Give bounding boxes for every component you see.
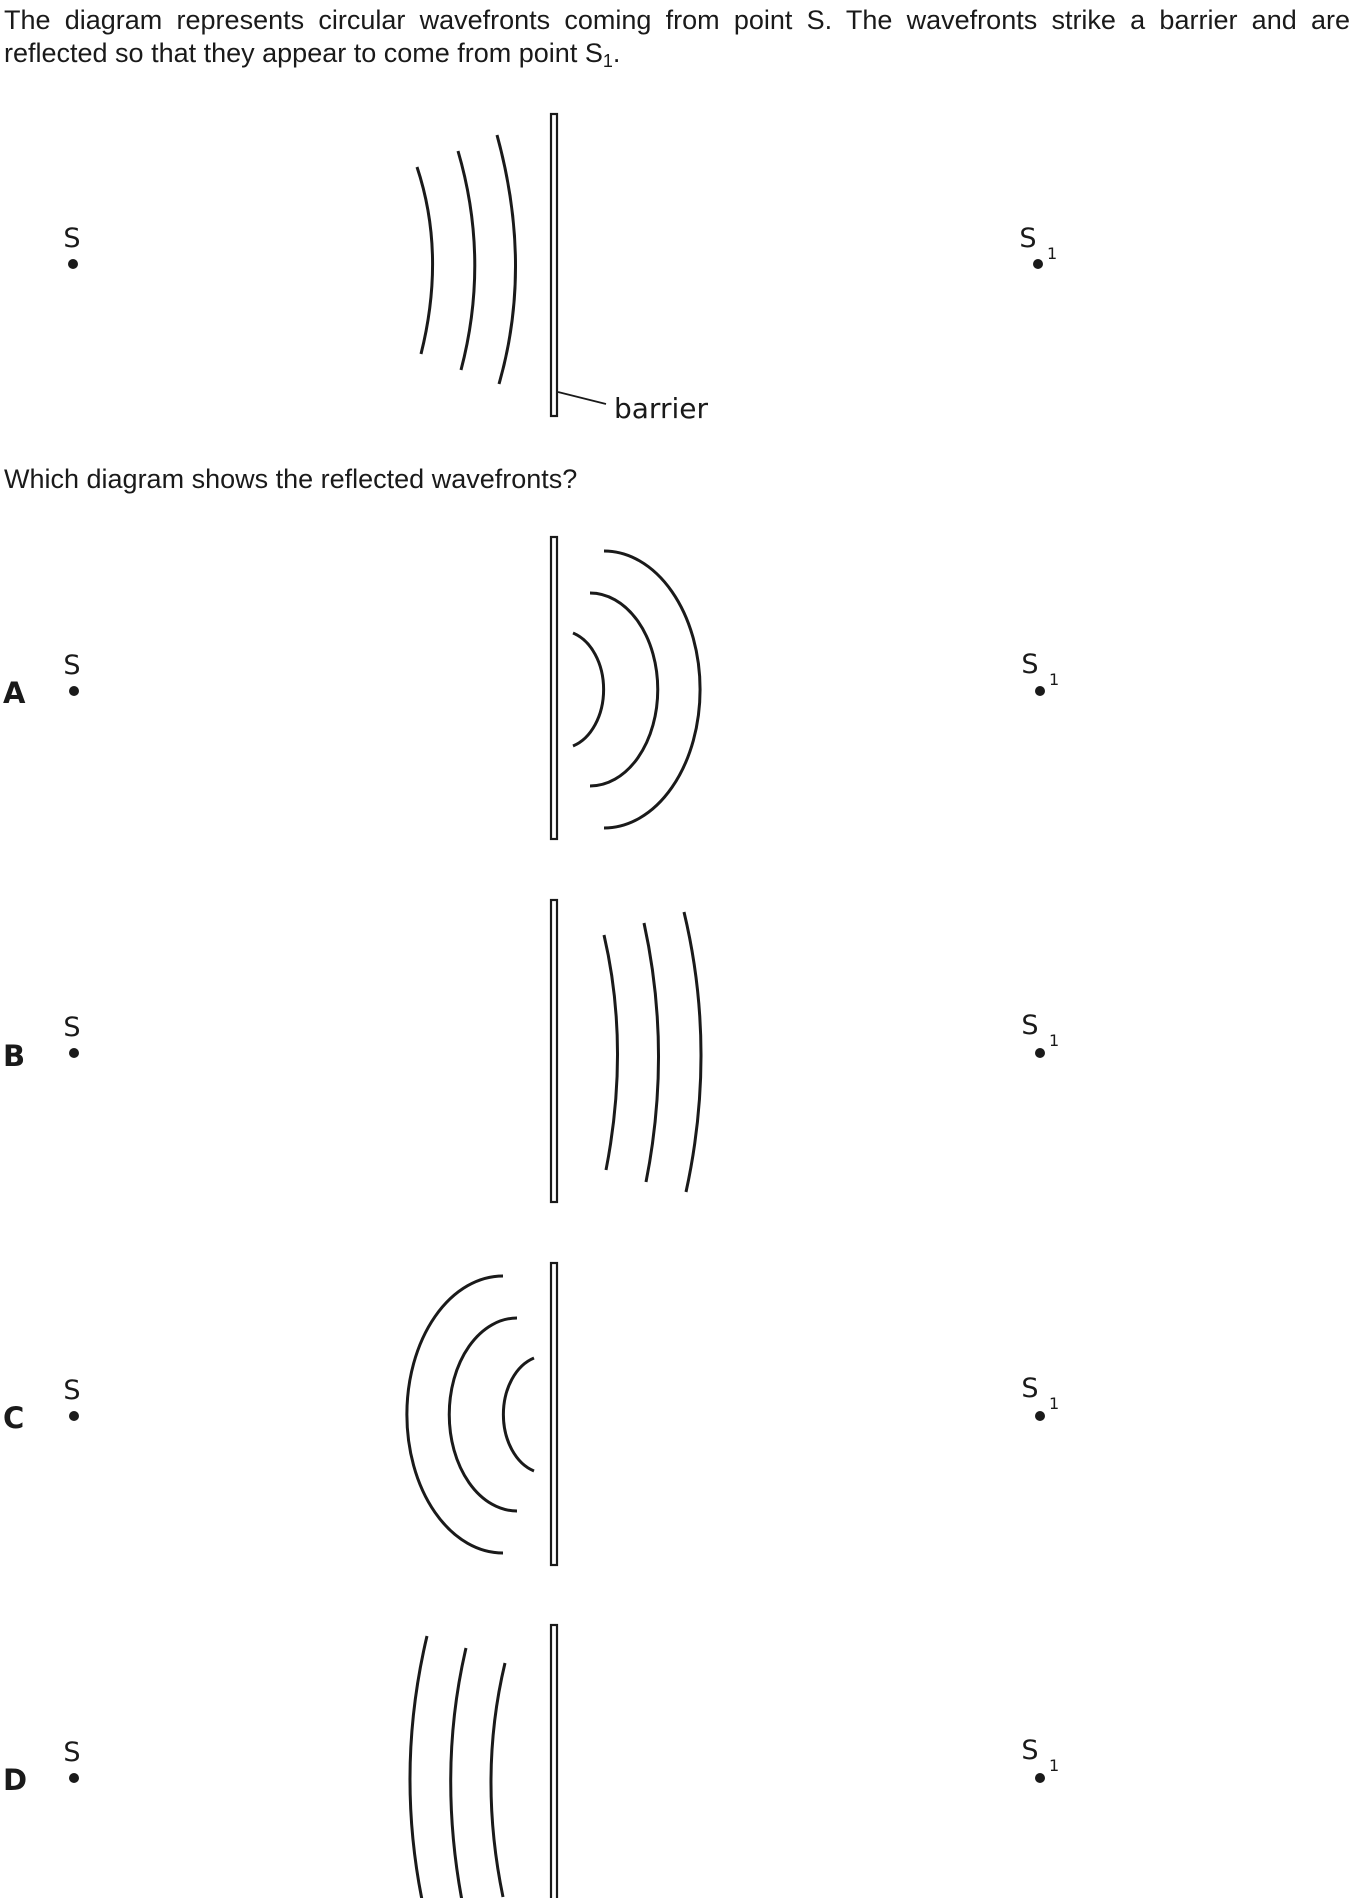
main-diagram: S barrier S 1 — [63, 112, 1057, 425]
point-s-label: S — [63, 1737, 80, 1768]
point-s-label: S — [63, 1012, 80, 1043]
option-d[interactable]: D S S 1 — [3, 1623, 1059, 1898]
barrier — [549, 1623, 559, 1898]
reflected-wavefront — [447, 1316, 518, 1513]
option-b-letter: B — [3, 1039, 25, 1073]
point-s1-subscript: 1 — [1047, 244, 1057, 263]
reflected-wavefront — [602, 934, 619, 1171]
point-s1 — [1035, 1411, 1045, 1421]
point-s1-label: S — [1019, 223, 1036, 254]
option-b[interactable]: B S S 1 — [3, 898, 1059, 1204]
reflected-wavefront — [489, 1662, 507, 1898]
option-a-letter: A — [3, 676, 26, 710]
reflected-wavefront — [405, 1274, 504, 1555]
barrier — [549, 112, 559, 418]
barrier — [549, 1261, 559, 1567]
barrier — [549, 535, 559, 841]
point-s — [69, 1773, 79, 1783]
point-s1-subscript: 1 — [1049, 1394, 1059, 1413]
point-s-label: S — [63, 1375, 80, 1406]
point-s1 — [1033, 259, 1043, 269]
stem-text-end: . — [612, 38, 621, 68]
question-text: Which diagram shows the reflected wavefr… — [4, 464, 578, 494]
point-s — [69, 686, 79, 696]
option-a[interactable]: A S S 1 — [3, 535, 1059, 841]
barrier — [549, 898, 559, 1204]
reflected-wavefront — [449, 1647, 468, 1898]
point-s1 — [1035, 1773, 1045, 1783]
incident-wavefront — [415, 166, 435, 355]
reflected-wavefront — [682, 911, 703, 1193]
point-s1-label: S — [1021, 1010, 1038, 1041]
reflected-wavefront — [603, 549, 702, 830]
incident-wavefront — [495, 134, 517, 385]
point-s1-label: S — [1021, 1373, 1038, 1404]
option-d-letter: D — [3, 1763, 27, 1797]
incident-wavefront — [456, 150, 477, 371]
point-s-label: S — [63, 223, 80, 254]
stem-text: The diagram represents circular wavefron… — [4, 5, 1350, 68]
reflected-wavefront — [589, 591, 660, 788]
point-s — [68, 259, 78, 269]
point-s1-label: S — [1021, 1735, 1038, 1766]
point-s1-subscript: 1 — [1049, 1031, 1059, 1050]
point-s1-label: S — [1021, 649, 1038, 680]
reflected-wavefront — [408, 1635, 429, 1898]
barrier-label: barrier — [614, 392, 708, 425]
point-s1 — [1035, 686, 1045, 696]
point-s1 — [1035, 1048, 1045, 1058]
barrier-leader-line — [557, 391, 607, 405]
point-s — [69, 1411, 79, 1421]
reflected-wavefront — [572, 631, 606, 748]
option-c[interactable]: C S S 1 — [3, 1261, 1059, 1567]
reflected-wavefront — [501, 1356, 535, 1473]
question-stem: The diagram represents circular wavefron… — [4, 4, 1350, 70]
point-s1-subscript: 1 — [1049, 670, 1059, 689]
point-s1-subscript: 1 — [1049, 1756, 1059, 1775]
option-c-letter: C — [3, 1401, 24, 1435]
stem-subscript: 1 — [602, 51, 613, 71]
point-s — [69, 1048, 79, 1058]
reflected-wavefront — [642, 922, 661, 1183]
point-s-label: S — [63, 650, 80, 681]
